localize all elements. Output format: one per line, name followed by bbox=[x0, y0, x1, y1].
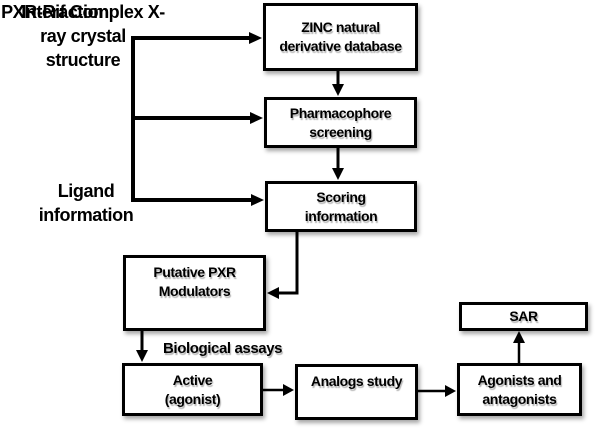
agonists-antagonists-box: Agonists and antagonists bbox=[457, 363, 582, 416]
putative-modulators-box: Putative PXR Modulators bbox=[123, 255, 266, 331]
arrow-ligand-to-scoring bbox=[131, 194, 264, 206]
crystal-structure-label-line3: structure bbox=[45, 50, 121, 70]
active-agonist-box: Active (agonist) bbox=[122, 363, 263, 416]
interaction-label: Interaction bbox=[21, 2, 109, 22]
arrow-interaction-to-pharmacophore bbox=[131, 112, 263, 124]
ligand-information-label: Ligand information bbox=[22, 179, 150, 227]
ligand-label-line2: information bbox=[38, 205, 134, 225]
arrow-scoring-to-putative bbox=[267, 232, 299, 299]
crystal-structure-label-line2: ray crystal bbox=[40, 26, 126, 46]
crystal-structure-label-line1: PXR-Rif Complex X- bbox=[1, 2, 165, 22]
arrow-active-to-analogs bbox=[263, 384, 294, 396]
arrow-pharmacophore-to-scoring bbox=[332, 148, 344, 180]
zinc-database-box: ZINC natural derivative database bbox=[263, 3, 418, 71]
arrow-putative-to-active bbox=[136, 331, 148, 362]
arrow-zinc-to-pharmacophore bbox=[332, 71, 344, 96]
arrow-agonists-to-sar bbox=[513, 331, 525, 363]
ligand-label-line1: Ligand bbox=[57, 181, 115, 201]
sar-box: SAR bbox=[459, 302, 588, 331]
pharmacophore-screening-box: Pharmacophore screening bbox=[264, 97, 417, 148]
analogs-study-box: Analogs study bbox=[295, 364, 418, 420]
scoring-information-box: Scoring information bbox=[265, 181, 417, 232]
biological-assays-label: Biological assays bbox=[163, 340, 283, 357]
crystal-structure-label: PXR-Rif Complex X- ray crystal structure bbox=[0, 0, 166, 72]
arrow-analogs-to-agonists bbox=[418, 385, 456, 397]
